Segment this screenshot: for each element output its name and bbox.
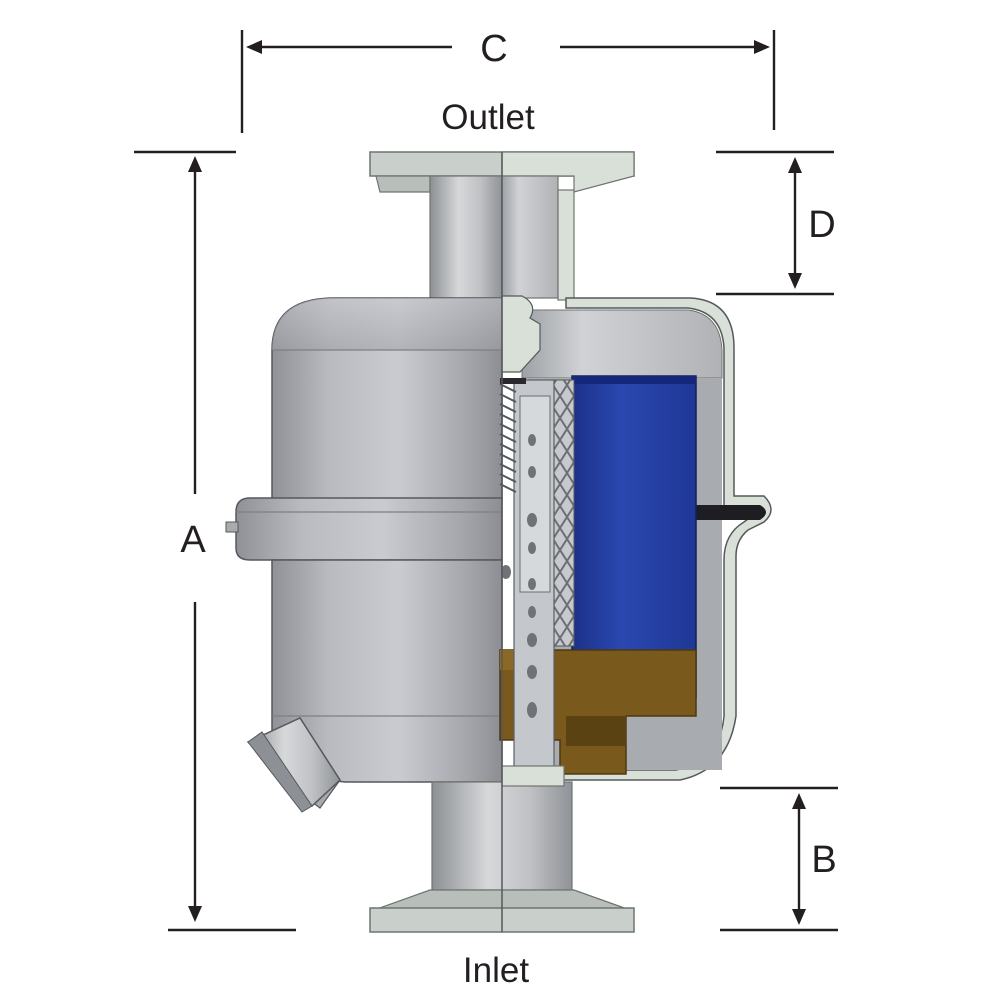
housing-exterior	[225, 151, 635, 933]
clamp-band	[235, 497, 503, 561]
spring	[499, 383, 517, 493]
clamp-pin	[225, 521, 239, 533]
dimension-lines	[134, 30, 838, 932]
outlet-label: Outlet	[441, 98, 535, 137]
drain-port	[246, 716, 341, 813]
upper-dome-highlight	[272, 298, 502, 350]
dimension-a-label: A	[180, 519, 206, 561]
outlet-pipe	[429, 175, 503, 301]
dimension-b-label: B	[811, 839, 836, 881]
housing-cutaway	[499, 151, 772, 787]
dimension-d-label: D	[808, 204, 835, 246]
inlet-label: Inlet	[463, 951, 529, 990]
core-perforations	[501, 434, 537, 718]
top-cap-section	[501, 295, 541, 373]
o-ring-seal	[692, 505, 766, 520]
outlet-ferrule-taper	[375, 175, 431, 193]
dimension-c-label: C	[480, 28, 507, 70]
